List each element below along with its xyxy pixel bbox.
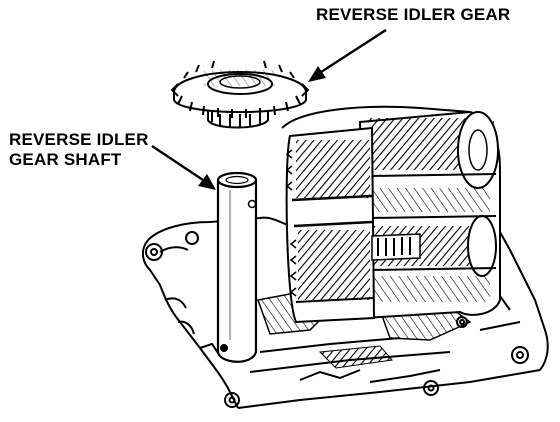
leader-arrow-gear (308, 28, 387, 82)
reverse-idler-gear-label: REVERSE IDLER GEAR (316, 5, 511, 24)
reverse-idler-gear (170, 60, 310, 129)
shaft-label-line-2: GEAR SHAFT (9, 150, 122, 169)
leader-arrow-shaft (151, 145, 216, 190)
reverse-idler-gear-shaft-label: REVERSE IDLER GEAR SHAFT (9, 130, 149, 170)
main-gear-stack (281, 105, 501, 324)
reverse-idler-gear-shaft (216, 171, 258, 363)
shaft-label-line-1: REVERSE IDLER (9, 130, 149, 149)
